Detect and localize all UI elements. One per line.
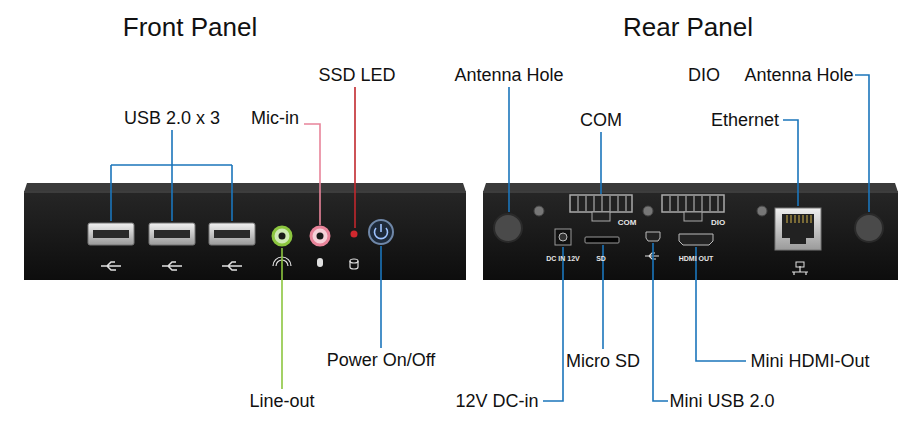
- disk-icon: [350, 259, 358, 269]
- device-marking: DIO: [711, 218, 725, 227]
- part-label: Mic-in: [251, 108, 299, 129]
- part-label: Line-out: [249, 391, 314, 412]
- ssd-led: [351, 231, 358, 238]
- device-marking: COM: [618, 218, 637, 227]
- usb-icons: [101, 262, 242, 270]
- device-marking: SD: [596, 255, 606, 263]
- device-marking: DC IN 12V: [546, 255, 579, 263]
- panel-heading: Rear Panel: [623, 13, 753, 43]
- dio-connector: [662, 195, 724, 221]
- mini-hdmi-port: [679, 234, 713, 245]
- power-button: [369, 220, 393, 244]
- antenna-hole: [494, 214, 522, 242]
- antenna-hole: [855, 214, 883, 242]
- micro-sd-slot: [585, 237, 619, 243]
- rear-device: [483, 183, 898, 280]
- ethernet-jack: [775, 208, 821, 275]
- com-connector: [570, 195, 632, 221]
- part-label: Mini USB 2.0: [669, 391, 774, 412]
- part-label: SSD LED: [318, 65, 395, 86]
- mini-usb-port: [646, 232, 660, 241]
- device-marking: HDMI OUT: [679, 255, 714, 263]
- part-label: 12V DC-in: [455, 391, 538, 412]
- screws: [534, 206, 767, 216]
- mini-usb-icon: [645, 253, 659, 259]
- part-label: DIO: [688, 65, 720, 86]
- leader-lines: [111, 75, 869, 401]
- part-label: Antenna Hole: [744, 65, 853, 86]
- front-device: [24, 183, 466, 280]
- part-label: Micro SD: [566, 351, 640, 372]
- part-label: Antenna Hole: [454, 65, 563, 86]
- usb-ports: [88, 223, 255, 245]
- part-label: Mini HDMI-Out: [750, 351, 869, 372]
- part-label: Power On/Off: [327, 350, 436, 371]
- part-label: COM: [580, 110, 622, 131]
- panel-heading: Front Panel: [123, 13, 257, 43]
- part-label: Ethernet: [711, 110, 779, 131]
- part-label: USB 2.0 x 3: [124, 108, 220, 129]
- dc-jack: [555, 229, 571, 245]
